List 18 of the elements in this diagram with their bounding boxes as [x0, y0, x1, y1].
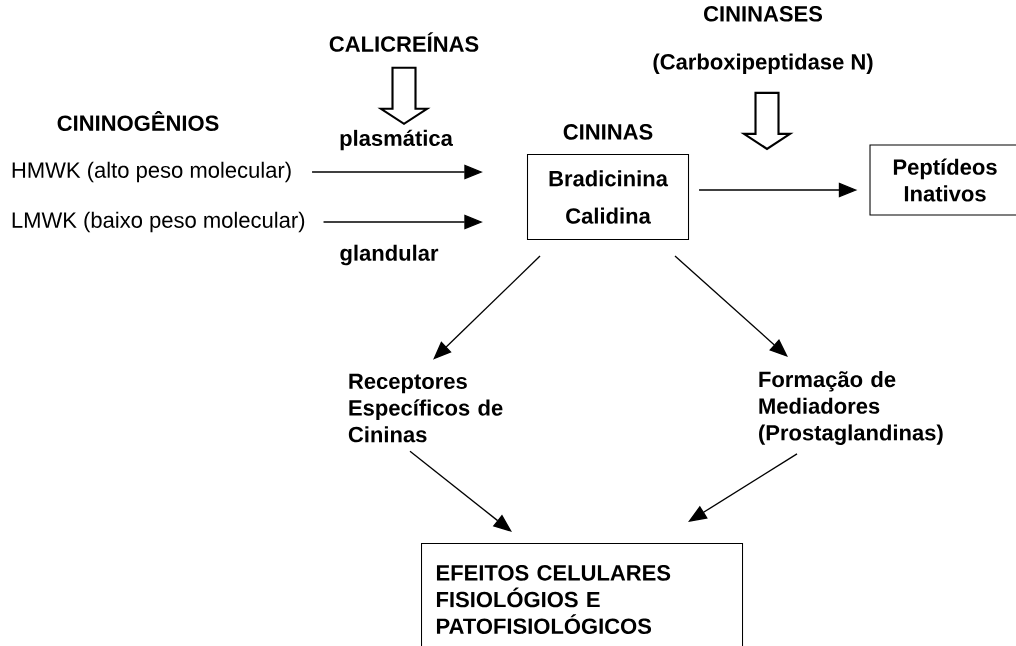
- arrow: [688, 453, 798, 522]
- block-arrow: [377, 66, 431, 126]
- enzyme-label: CININASES (Carboxipeptidase N): [653, 6, 873, 74]
- result-box: EFEITOS CELULARES FISIOLÓGIOS E PATOFISIOLÓGICOS: [420, 543, 744, 646]
- node-text: HMWK (alto peso molecular): [12, 161, 291, 183]
- box-heading: CININAS: [563, 124, 653, 140]
- group-heading: CININOGÊNIOS: [57, 111, 219, 131]
- block-arrow: [740, 91, 794, 151]
- arrow: [433, 255, 541, 360]
- node-text: CALICREÍNAS: [329, 32, 479, 52]
- node-text: Receptores Específicos de Cininas: [348, 373, 503, 443]
- edge-label: plasmática: [337, 128, 455, 152]
- process-box: Peptídeos Inativos: [869, 144, 1016, 216]
- node-text: LMWK (baixo peso molecular): [12, 211, 305, 233]
- process-box: Bradicinina Calidina: [526, 153, 690, 241]
- arrow: [409, 450, 512, 532]
- edge-label: glandular: [338, 243, 440, 267]
- node-text: Formação de Mediadores (Prostaglandinas): [759, 371, 943, 445]
